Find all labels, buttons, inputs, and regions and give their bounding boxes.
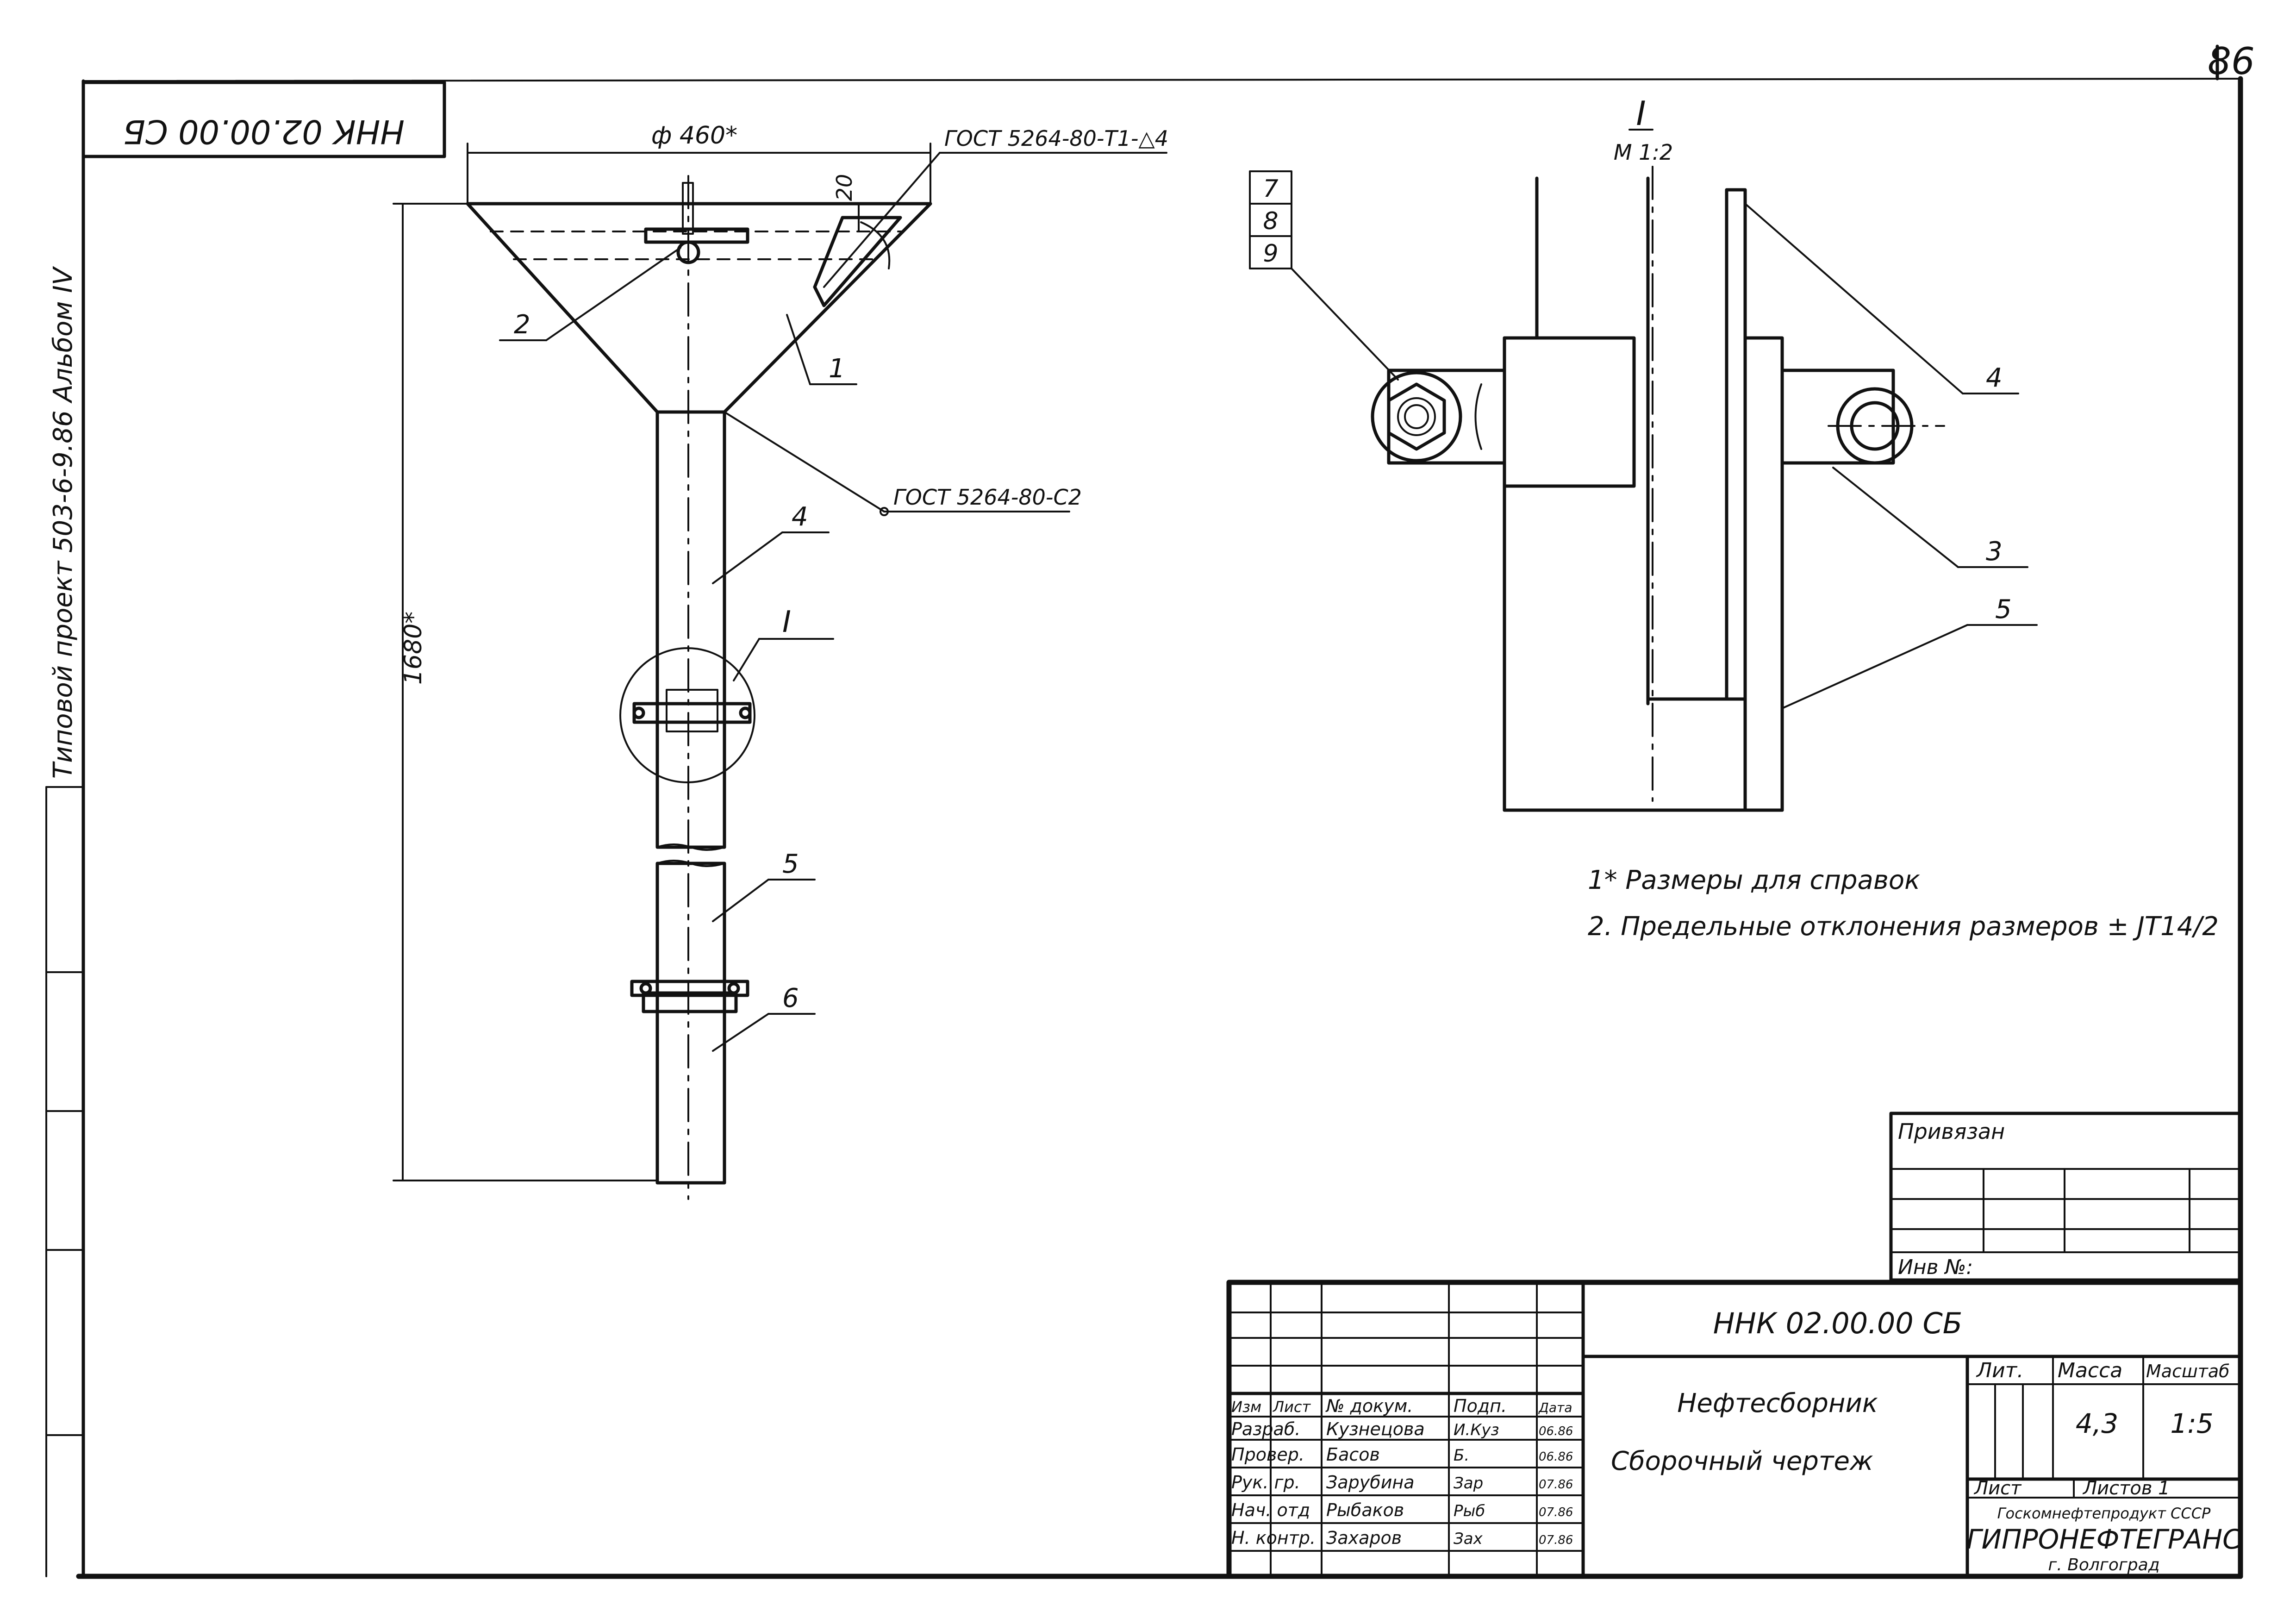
title-block: Изм Лист № докум. Подп. Дата Разраб. Куз… bbox=[1226, 1280, 2243, 1579]
dim-diameter: ф 460* bbox=[651, 122, 737, 150]
staff-sign: И.Куз bbox=[1454, 1421, 1499, 1439]
note-2: 2. Предельные отклонения размеров ± JT14… bbox=[1588, 912, 2219, 942]
staff-name: Басов bbox=[1326, 1444, 1380, 1465]
binding-block: Привязан Инв №: bbox=[1889, 1112, 2242, 1282]
dim-rim: 20 bbox=[832, 174, 857, 201]
detail-scale: M 1:2 bbox=[1614, 140, 1673, 165]
side-label: Типовой проект 503-6-9.86 Альбом IV bbox=[48, 266, 78, 779]
org-line2: ГИПРОНЕФТЕГРАНС bbox=[1966, 1524, 2241, 1555]
scale-value: 1:5 bbox=[2170, 1408, 2213, 1439]
hdr-sign: Подп. bbox=[1454, 1396, 1507, 1416]
pipe-insert-crosshatched bbox=[1743, 336, 1784, 812]
detail-title: I bbox=[1636, 94, 1646, 133]
page-number: 86 bbox=[2208, 40, 2255, 83]
weld-top-label: ГОСТ 5264-80-Т1-△4 bbox=[944, 126, 1168, 151]
callout-6: 6 bbox=[782, 983, 799, 1013]
clamp-block bbox=[1503, 336, 1636, 488]
staff-date: 07.86 bbox=[1539, 1478, 1573, 1492]
lit-label: Лит. bbox=[1976, 1359, 2023, 1382]
staff-date: 06.86 bbox=[1539, 1450, 1573, 1464]
notes: 1* Размеры для справок 2. Предельные отк… bbox=[1588, 865, 2219, 942]
sheet-frame bbox=[45, 44, 2243, 1579]
scale-label: Масштаб bbox=[2146, 1361, 2230, 1381]
detail-view: I M 1:2 7 8 9 4 bbox=[1249, 94, 2038, 812]
callout-7: 7 bbox=[1263, 175, 1278, 203]
detail-mark: I bbox=[782, 605, 791, 639]
staff-rows: Разраб. Кузнецова И.Куз 06.86 Провер. Ба… bbox=[1231, 1419, 1573, 1548]
staff-sign: Б. bbox=[1454, 1446, 1469, 1465]
staff-name: Кузнецова bbox=[1326, 1419, 1425, 1439]
tb-designation: ННК 02.00.00 СБ bbox=[1713, 1306, 1963, 1340]
staff-role: Рук. гр. bbox=[1231, 1472, 1300, 1493]
bolt-head bbox=[1371, 371, 1462, 462]
pipe-lower bbox=[655, 862, 726, 1185]
note-1: 1* Размеры для справок bbox=[1588, 865, 1920, 895]
weld-joint-label: ГОСТ 5264-80-С2 bbox=[893, 485, 1082, 510]
staff-role: Провер. bbox=[1231, 1444, 1304, 1465]
callout-8: 8 bbox=[1263, 207, 1278, 235]
staff-name: Рыбаков bbox=[1326, 1500, 1404, 1520]
org-line1: Госкомнефтепродукт СССР bbox=[1997, 1505, 2211, 1522]
staff-sign: Зар bbox=[1454, 1474, 1483, 1493]
staff-role: Н. контр. bbox=[1231, 1528, 1316, 1548]
staff-date: 06.86 bbox=[1539, 1424, 1573, 1438]
dim-height: 1680* bbox=[399, 612, 427, 685]
corner-code-box: ННК 02.00.00 СБ bbox=[81, 81, 446, 158]
main-view: ф 460* 20 1680* ГОСТ 5264-80-Т1-△4 ГОСТ … bbox=[393, 122, 1168, 1200]
staff-date: 07.86 bbox=[1539, 1533, 1573, 1547]
hdr-izm: Изм bbox=[1231, 1398, 1261, 1416]
callout-1: 1 bbox=[829, 354, 845, 384]
callout-9: 9 bbox=[1263, 240, 1278, 268]
funnel-handle bbox=[644, 227, 749, 244]
callout-5: 5 bbox=[782, 849, 799, 879]
staff-name: Зарубина bbox=[1326, 1472, 1415, 1493]
staff-date: 07.86 bbox=[1539, 1505, 1573, 1519]
sheet-label: Лист bbox=[1973, 1478, 2022, 1499]
sheets-label: Листов 1 bbox=[2082, 1478, 2170, 1499]
tb-name-line2: Сборочный чертеж bbox=[1611, 1446, 1873, 1476]
staff-role: Разраб. bbox=[1231, 1419, 1300, 1439]
staff-sign: Рыб bbox=[1454, 1502, 1485, 1520]
pipe-wall-hatched bbox=[1725, 188, 1747, 701]
detail-callout-4: 4 bbox=[1986, 363, 2003, 393]
tb-name-line1: Нефтесборник bbox=[1677, 1388, 1878, 1418]
org-line3: г. Волгоград bbox=[2048, 1555, 2159, 1574]
funnel-body bbox=[466, 202, 932, 414]
mass-value: 4,3 bbox=[2076, 1408, 2118, 1439]
staff-sign: Зах bbox=[1454, 1530, 1483, 1548]
corner-code: ННК 02.00.00 СБ bbox=[123, 112, 405, 150]
hdr-date: Дата bbox=[1538, 1400, 1572, 1415]
hdr-doc: № докум. bbox=[1325, 1396, 1413, 1416]
staff-role: Нач. отд bbox=[1231, 1500, 1310, 1520]
mass-label: Масса bbox=[2058, 1359, 2122, 1382]
detail-callout-3: 3 bbox=[1986, 537, 2003, 567]
inv-label: Инв №: bbox=[1898, 1255, 1973, 1279]
bound-label: Привязан bbox=[1898, 1119, 2005, 1144]
hdr-list: Лист bbox=[1273, 1398, 1311, 1416]
detail-callout-5: 5 bbox=[1995, 594, 2012, 625]
staff-name: Захаров bbox=[1326, 1528, 1402, 1548]
callout-4: 4 bbox=[792, 502, 808, 532]
callout-2: 2 bbox=[514, 310, 530, 340]
